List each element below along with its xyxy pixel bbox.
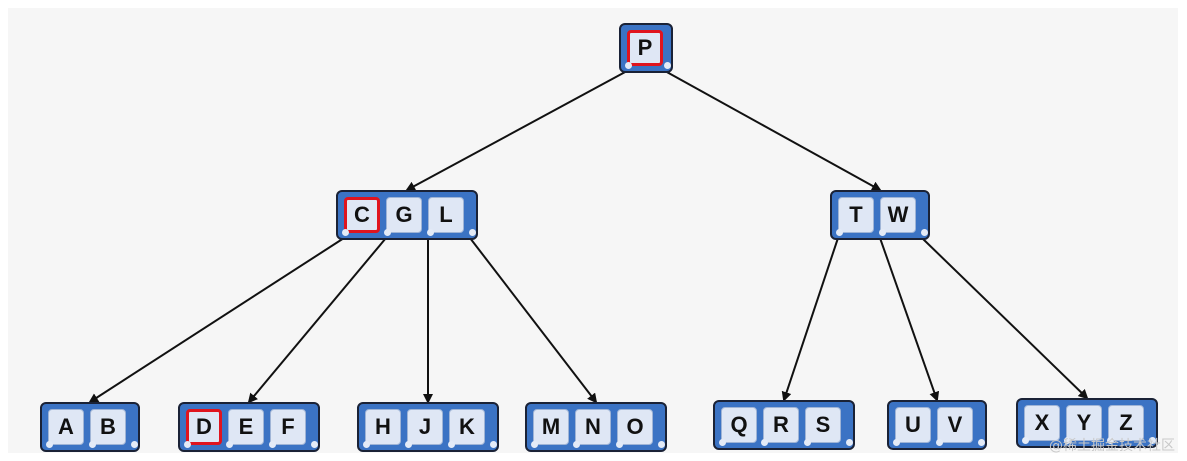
- pointer-dot: [664, 62, 671, 69]
- pointer-dot: [405, 441, 413, 448]
- pointer-dot: [311, 441, 318, 448]
- key-u: U: [895, 407, 931, 443]
- pointer-dot: [658, 441, 665, 448]
- pointer-dot: [88, 441, 96, 448]
- key-d: D: [186, 409, 222, 445]
- key-w: W: [880, 197, 916, 233]
- pointer-dot: [878, 229, 886, 236]
- key-e: E: [228, 409, 264, 445]
- pointer-dot: [490, 441, 497, 448]
- pointer-dot: [1149, 437, 1156, 444]
- tree-node-root: P: [619, 23, 673, 73]
- pointer-dot: [426, 229, 434, 236]
- watermark: @稀土掘金技术社区: [1049, 438, 1175, 454]
- edge-tw-uv: [879, 237, 940, 402]
- pointer-dot: [342, 229, 349, 236]
- key-o: O: [617, 409, 653, 445]
- pointer-dot: [1064, 437, 1072, 444]
- key-x: X: [1024, 405, 1060, 441]
- key-t: T: [838, 197, 874, 233]
- pointer-dot: [1106, 437, 1114, 444]
- key-s: S: [805, 407, 841, 443]
- key-g: G: [386, 197, 422, 233]
- key-l: L: [428, 197, 464, 233]
- pointer-dot: [1022, 437, 1029, 444]
- edge-tw-xyz: [921, 237, 1089, 400]
- pointer-dot: [46, 441, 53, 448]
- pointer-dot: [531, 441, 538, 448]
- pointer-dot: [978, 439, 985, 446]
- key-f: F: [270, 409, 306, 445]
- key-r: R: [763, 407, 799, 443]
- pointer-dot: [184, 441, 191, 448]
- pointer-dot: [761, 439, 769, 446]
- key-y: Y: [1066, 405, 1102, 441]
- key-z: Z: [1108, 405, 1144, 441]
- edge-cgl-ab: [88, 237, 345, 404]
- pointer-dot: [719, 439, 726, 446]
- key-c: C: [344, 197, 380, 233]
- key-k: K: [449, 409, 485, 445]
- key-n: N: [575, 409, 611, 445]
- key-q: Q: [721, 407, 757, 443]
- pointer-dot: [363, 441, 370, 448]
- key-h: H: [365, 409, 401, 445]
- edge-tw-qrs: [781, 237, 839, 402]
- key-a: A: [48, 409, 84, 445]
- pointer-dot: [573, 441, 581, 448]
- pointer-dot: [846, 439, 853, 446]
- pointer-dot: [131, 441, 138, 448]
- pointer-dot: [447, 441, 455, 448]
- pointer-dot: [625, 62, 632, 69]
- edge-cgl-def: [247, 237, 387, 404]
- pointer-dot: [836, 229, 843, 236]
- edge-root-cgl: [405, 70, 628, 191]
- edge-cgl-mno: [469, 237, 598, 404]
- pointer-dot: [935, 439, 943, 446]
- pointer-dot: [893, 439, 900, 446]
- key-j: J: [407, 409, 443, 445]
- pointer-dot: [469, 229, 476, 236]
- pointer-dot: [615, 441, 623, 448]
- key-p: P: [627, 30, 663, 66]
- pointer-dot: [803, 439, 811, 446]
- key-m: M: [533, 409, 569, 445]
- key-b: B: [90, 409, 126, 445]
- pointer-dot: [921, 229, 928, 236]
- pointer-dot: [268, 441, 276, 448]
- key-v: V: [937, 407, 973, 443]
- pointer-dot: [384, 229, 392, 236]
- edge-root-tw: [664, 70, 882, 191]
- pointer-dot: [226, 441, 234, 448]
